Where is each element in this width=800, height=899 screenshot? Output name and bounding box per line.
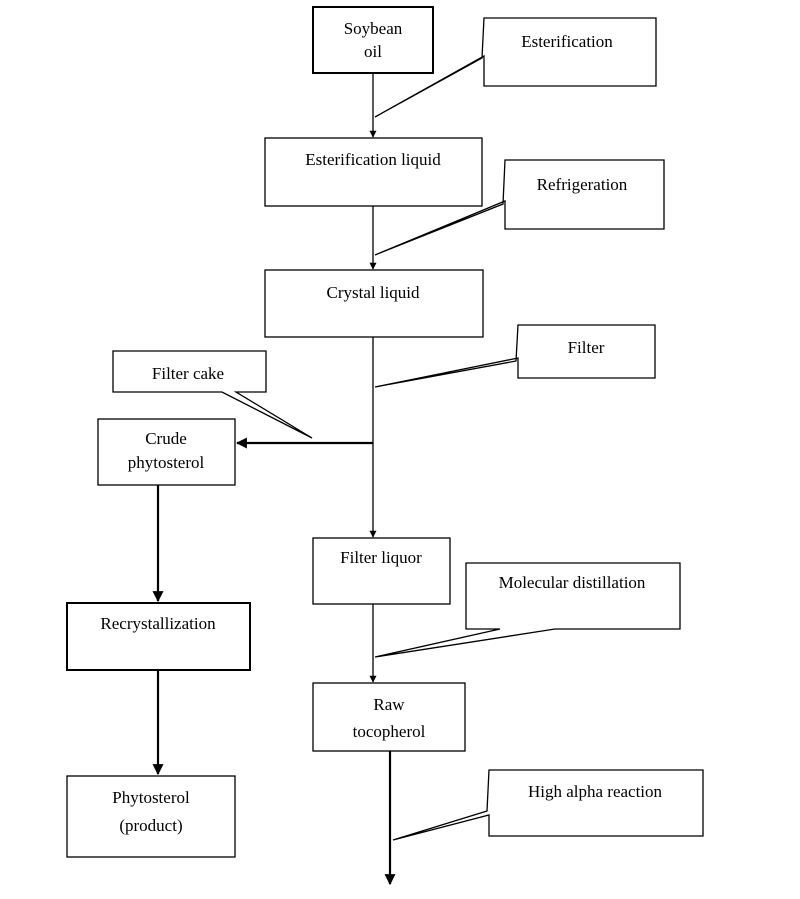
node-recrystallization-label: Recrystallization — [100, 614, 216, 633]
node-raw-tocopherol: Raw tocopherol — [312, 682, 466, 752]
node-phytosterol-product-line2: (product) — [119, 816, 182, 835]
node-esterification-liquid: Esterification liquid — [264, 137, 483, 207]
node-raw-tocopherol-line2: tocopherol — [353, 722, 426, 741]
node-soybean-oil-line2: oil — [364, 42, 382, 61]
callout-filter-cake: Filter cake — [112, 350, 313, 439]
callout-refrigeration-label: Refrigeration — [537, 175, 628, 194]
node-crystal-liquid-label: Crystal liquid — [326, 283, 420, 302]
node-filter-liquor: Filter liquor — [312, 537, 451, 605]
callout-filter-label: Filter — [568, 338, 605, 357]
callout-filter-cake-label: Filter cake — [152, 364, 224, 383]
node-crude-phytosterol: Crude phytosterol — [97, 418, 236, 486]
node-phytosterol-product: Phytosterol (product) — [66, 775, 236, 858]
callout-molecular-distillation-label: Molecular distillation — [499, 573, 646, 592]
callout-high-alpha-reaction-label: High alpha reaction — [528, 782, 663, 801]
node-phytosterol-product-line1: Phytosterol — [112, 788, 190, 807]
callout-high-alpha-reaction: High alpha reaction — [392, 769, 704, 841]
node-raw-tocopherol-line1: Raw — [373, 695, 405, 714]
node-esterification-liquid-label: Esterification liquid — [305, 150, 441, 169]
node-recrystallization: Recrystallization — [66, 602, 251, 671]
callout-refrigeration: Refrigeration — [374, 159, 665, 256]
callout-filter: Filter — [374, 324, 656, 388]
node-soybean-oil: Soybean oil — [312, 6, 434, 74]
node-soybean-oil-line1: Soybean — [344, 19, 403, 38]
node-crystal-liquid: Crystal liquid — [264, 269, 484, 338]
node-crude-phytosterol-line1: Crude — [145, 429, 187, 448]
node-crude-phytosterol-line2: phytosterol — [128, 453, 205, 472]
node-filter-liquor-label: Filter liquor — [340, 548, 422, 567]
callout-esterification: Esterification — [374, 17, 657, 118]
callout-esterification-label: Esterification — [521, 32, 613, 51]
callout-molecular-distillation: Molecular distillation — [374, 562, 681, 658]
